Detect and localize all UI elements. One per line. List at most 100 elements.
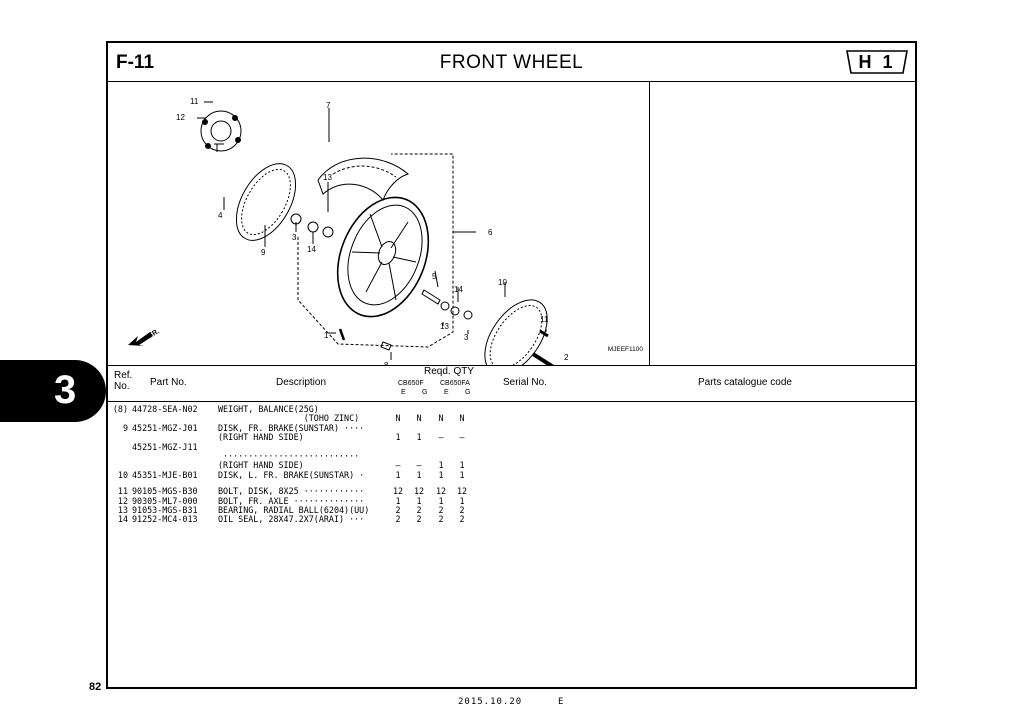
part-no-cell: 45351-MJE-B01 [132, 469, 198, 480]
callout-10: 10 [498, 278, 507, 287]
oil-seal-right-icon [450, 306, 460, 316]
footer-language: E [558, 697, 564, 707]
qty-cell: 12 [435, 486, 447, 497]
diagram-code: MJEEF1100 [607, 346, 643, 353]
qty-cell: 1 [459, 495, 465, 506]
bearing-icon [322, 226, 334, 238]
qty-cell: 1 [416, 495, 422, 506]
table-row[interactable]: (RIGHT HAND SIDE) 1 1 – – [108, 432, 648, 443]
qty-cell: – [395, 460, 401, 471]
qty-cell: 1 [395, 469, 401, 480]
direction-label: FR. [148, 328, 161, 340]
group-code: H 1 [858, 52, 896, 72]
col-ref-no: Ref. No. [114, 370, 133, 392]
table-row[interactable]: 9 45251-MGZ-J01 DISK, FR. BRAKE(SUNSTAR) ·… [108, 422, 648, 433]
ref-no-cell: (8) [112, 404, 128, 414]
qty-cell: 2 [416, 505, 422, 515]
qty-cell: 2 [438, 505, 444, 515]
ref-no-cell: 14 [117, 514, 128, 525]
col-e-2: E [444, 389, 449, 396]
qty-cell: N [416, 413, 422, 424]
oil-seal-icon [307, 221, 319, 233]
qty-cell: – [459, 432, 465, 443]
qty-cell: 2 [459, 514, 465, 525]
callout-13: 13 [323, 173, 332, 182]
callout-12: 12 [176, 113, 185, 122]
qty-cell: 2 [395, 514, 401, 525]
badge-frame-icon [846, 50, 908, 74]
qty-cell: 1 [459, 469, 465, 480]
callout-14-right: 14 [454, 285, 463, 294]
catalogue-page-frame: F-11 FRONT WHEEL H 1 [106, 41, 917, 689]
qty-cell: 1 [438, 460, 444, 471]
part-no-cell: 44728-SEA-N02 [132, 404, 198, 414]
description-cell: BOLT, FR. AXLE ·············· [218, 495, 365, 506]
col-description: Description [276, 377, 327, 388]
ref-no-cell: 12 [117, 495, 128, 506]
qty-cell: N [459, 413, 465, 424]
callout-1: 1 [324, 331, 329, 340]
qty-cell: – [438, 432, 444, 443]
collar-right-icon [463, 310, 473, 320]
page-title: FRONT WHEEL [439, 52, 584, 73]
callout-3: 3 [292, 233, 297, 242]
assembly-bracket [297, 153, 454, 348]
qty-cell: 1 [416, 432, 422, 443]
qty-cell: 1 [395, 432, 401, 443]
qty-cell: 1 [395, 495, 401, 506]
valve-stem-icon [338, 328, 346, 341]
group-badge: H 1 [845, 49, 909, 75]
section-code: F-11 [116, 52, 155, 73]
footer-date: 2015.10.20 [458, 697, 523, 707]
callout-14: 14 [307, 245, 316, 254]
col-model-2: CB650FA [440, 380, 470, 387]
page-number: 82 [89, 681, 102, 693]
callout-9: 9 [261, 248, 266, 257]
qty-cell: N [438, 413, 444, 424]
chapter-number: 3 [54, 368, 77, 412]
description-cell: (RIGHT HAND SIDE) [218, 432, 304, 443]
qty-cell: 12 [392, 486, 404, 497]
table-row[interactable]: ··························· [108, 451, 648, 461]
qty-cell: 12 [456, 486, 468, 497]
part-no-cell: 91252-MC4-013 [132, 514, 198, 525]
disc-bolt-icon [214, 143, 224, 152]
parts-table-header: Ref. No. Part No. Description Reqd. QTY … [108, 365, 915, 402]
callout-3-right: 3 [464, 333, 469, 342]
col-serial-no: Serial No. [503, 377, 547, 388]
qty-cell: 2 [416, 514, 422, 525]
qty-cell: 2 [459, 505, 465, 515]
ref-no-cell: 10 [117, 469, 128, 480]
exploded-diagram: 11 12 4 9 7 3 13 14 6 5 14 10 11 13 3 1 … [108, 82, 650, 365]
callout-6: 6 [488, 228, 493, 237]
chapter-tab[interactable]: 3 [0, 360, 106, 422]
front-direction-arrow-icon: FR. [128, 328, 161, 346]
ref-no-cell: 9 [122, 422, 128, 433]
qty-cell: N [395, 413, 401, 424]
table-row[interactable]: 45251-MGZ-J11 [108, 442, 648, 452]
callout-5: 5 [432, 272, 437, 281]
description-cell: ··························· [218, 451, 360, 461]
part-no-cell: 45251-MGZ-J01 [132, 422, 198, 433]
qty-cell: 1 [416, 469, 422, 480]
bearing-right-icon [440, 301, 450, 311]
table-row[interactable]: (8) 44728-SEA-N02 WEIGHT, BALANCE(25G) [108, 404, 648, 414]
right-brake-disc-icon [484, 299, 548, 365]
callout-8: 8 [384, 361, 389, 365]
description-cell: WEIGHT, BALANCE(25G) [218, 404, 319, 414]
qty-cell: 1 [459, 460, 465, 471]
callout-4: 4 [218, 211, 223, 220]
qty-cell: 12 [413, 486, 425, 497]
col-e-1: E [401, 389, 406, 396]
tire-icon [317, 157, 410, 201]
col-reqd-qty: Reqd. QTY [424, 366, 475, 377]
description-cell: DISK, FR. BRAKE(SUNSTAR) ···· [218, 422, 365, 433]
callout-2: 2 [564, 353, 569, 362]
